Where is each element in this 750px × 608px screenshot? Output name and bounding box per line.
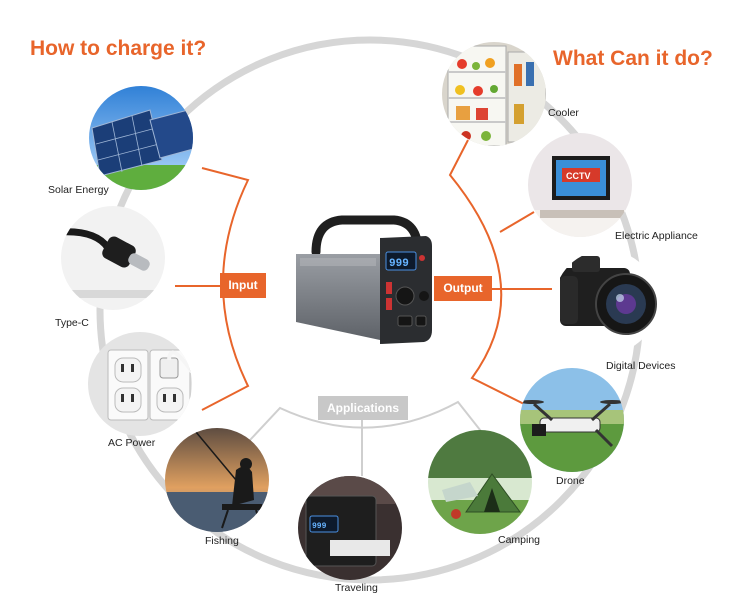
how-to-charge-heading: How to charge it? (30, 37, 207, 60)
applications-tag-bg (318, 396, 408, 420)
solar-panel-icon (91, 107, 193, 177)
applications-tag: Applications (326, 401, 399, 415)
fishing-photo (165, 428, 269, 532)
electric-appliance-photo: CCTV (528, 133, 632, 237)
label-ac-power: AC Power (108, 437, 156, 449)
drone-icon (520, 400, 624, 448)
label-fishing: Fishing (205, 535, 239, 547)
svg-text:999: 999 (312, 522, 327, 531)
label-traveling: Traveling (335, 582, 378, 594)
tv-icon: CCTV (540, 156, 624, 218)
what-can-it-do-heading: What Can it do? (553, 47, 713, 70)
label-cooler: Cooler (548, 107, 579, 119)
device-display: 999 (389, 258, 409, 270)
camera-icon (560, 256, 657, 335)
solar-energy-photo (89, 86, 193, 190)
type-c-photo (61, 206, 165, 310)
svg-text:CCTV: CCTV (566, 171, 591, 181)
ac-power-photo (88, 332, 192, 436)
label-type-c: Type-C (55, 317, 89, 329)
wall-outlet-icon (107, 349, 192, 421)
power-station-icon: 999 (296, 215, 432, 344)
drone-photo (520, 368, 624, 472)
fridge-icon (447, 45, 546, 146)
output-connector-tv (499, 211, 535, 233)
input-tag-bg (220, 273, 266, 298)
tent-icon (442, 473, 521, 513)
label-drone: Drone (556, 475, 585, 487)
input-tag: Input (228, 278, 258, 292)
fishing-scene-icon (195, 431, 263, 529)
applications-bracket (249, 400, 489, 441)
label-camping: Camping (498, 534, 541, 546)
label-electric-appliance: Electric Appliance (615, 230, 698, 242)
output-tag-bg (434, 276, 492, 301)
output-bracket (448, 139, 533, 409)
camping-photo (428, 430, 532, 534)
label-solar-energy: Solar Energy (48, 184, 109, 196)
digital-devices-photo (554, 250, 658, 354)
traveling-photo: 999 (298, 476, 402, 580)
output-tag: Output (443, 281, 483, 295)
label-digital-devices: Digital Devices (606, 360, 676, 372)
